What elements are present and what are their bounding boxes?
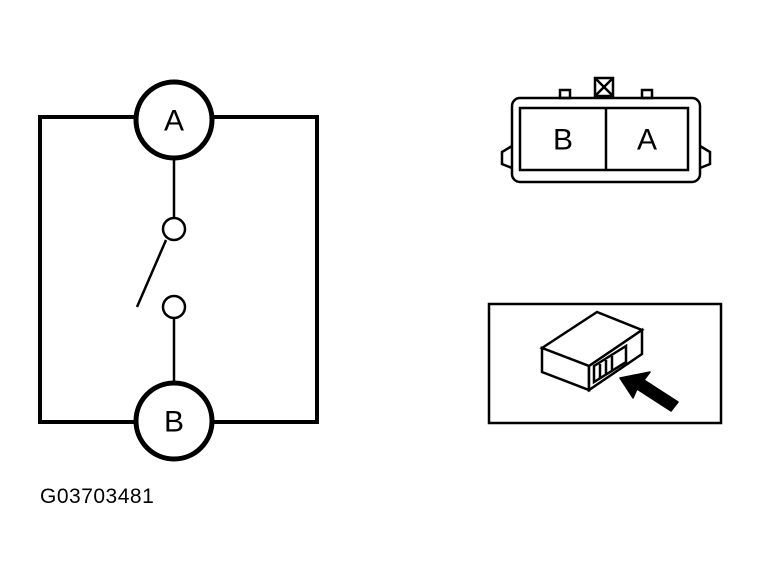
- connector-key-cross-2: [594, 77, 614, 97]
- terminal-b: [133, 380, 215, 462]
- cavity-a-label: A: [637, 124, 657, 157]
- connector-latch-right: [699, 144, 712, 170]
- upper-contact: [161, 216, 187, 242]
- connector-latch-left: [500, 144, 513, 170]
- cavity-b-label: B: [553, 124, 573, 157]
- terminal-a-label: A: [164, 105, 184, 138]
- terminal-a: [133, 79, 215, 161]
- connector-face-view: B A: [500, 76, 712, 184]
- connector-cavity-frame: [518, 106, 690, 172]
- figure-id: G03703481: [40, 485, 155, 508]
- switch-lever: [135, 239, 168, 308]
- component-location-view: [487, 302, 723, 425]
- connector-housing-outer: [510, 96, 702, 184]
- terminal-b-label: B: [164, 406, 184, 439]
- lower-contact: [161, 294, 187, 320]
- location-frame: [487, 302, 723, 425]
- circuit-frame: [38, 115, 319, 424]
- component-connector-plug: [592, 343, 628, 385]
- pointer-arrow-icon: [619, 371, 679, 412]
- connector-key-box: [593, 76, 615, 98]
- switch-schematic: A B: [38, 79, 319, 462]
